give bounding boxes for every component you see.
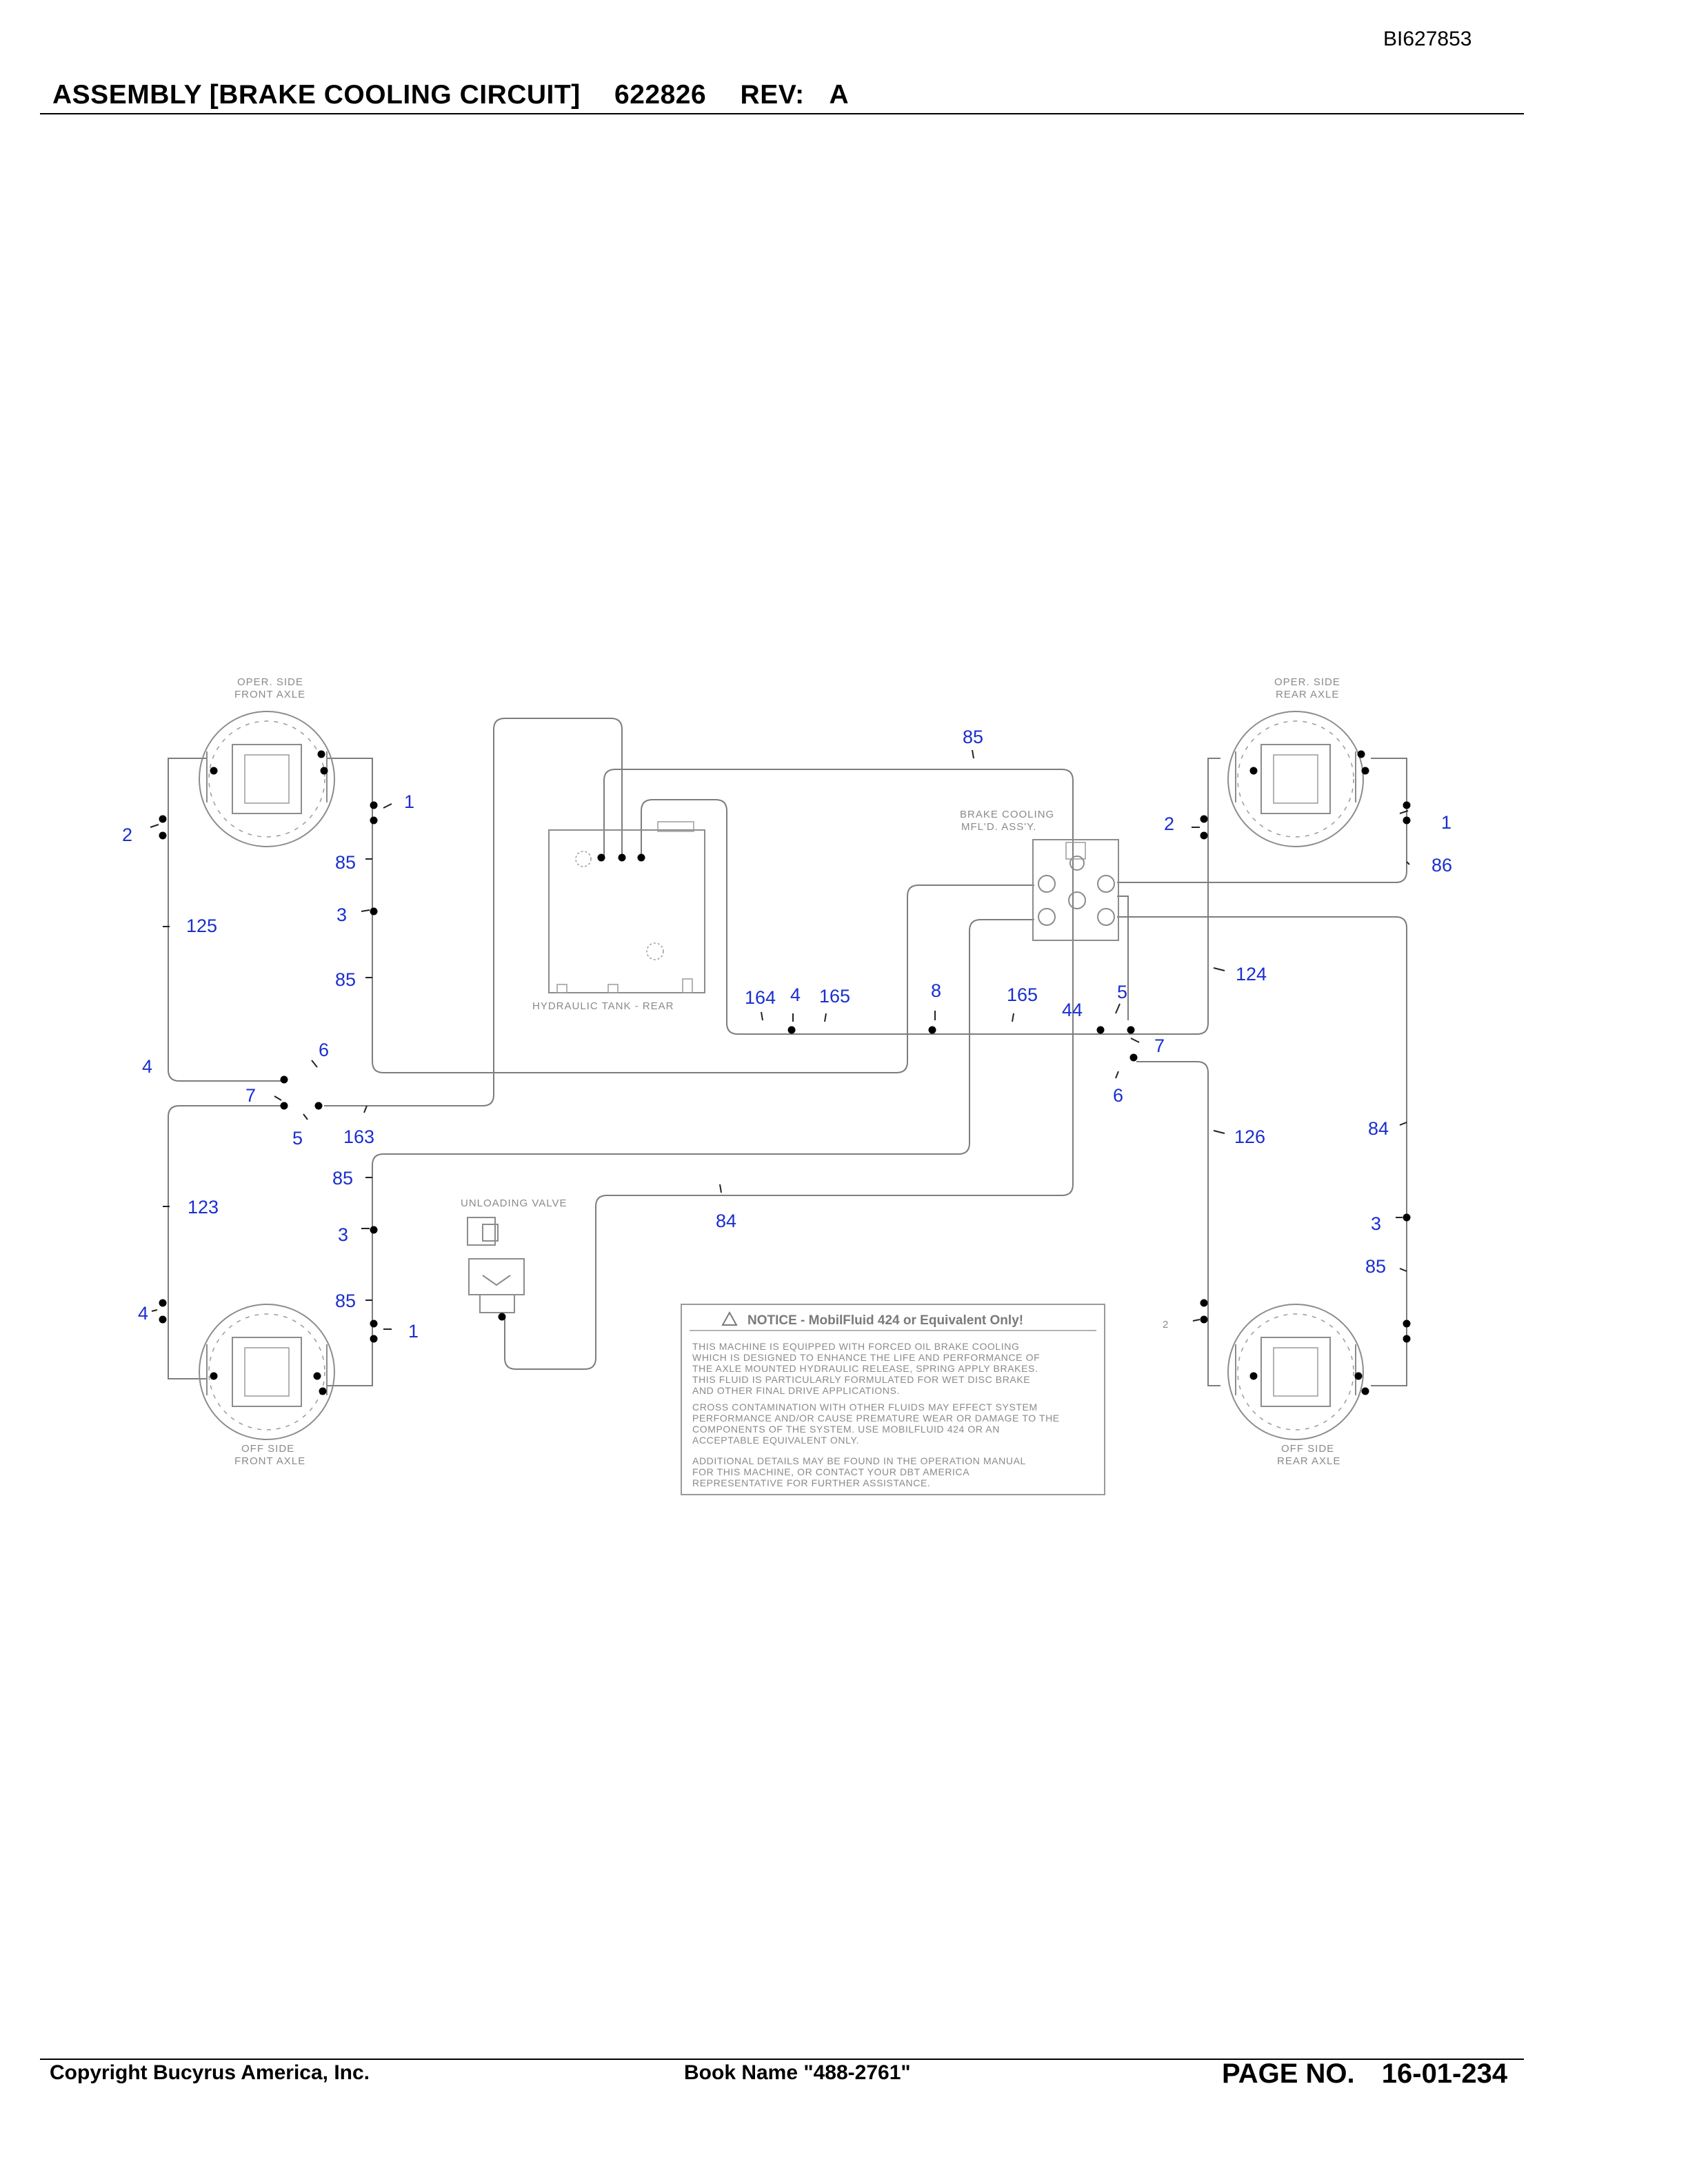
part-callouts: 1 2 85 3 85 125 4 6 7 5 163 85 123 3 85 … — [122, 727, 1452, 1342]
callout-124: 124 — [1236, 964, 1267, 984]
page-number: 16-01-234 — [1381, 2059, 1508, 2089]
rev-label: REV: — [740, 80, 805, 110]
callout-126: 126 — [1234, 1126, 1265, 1147]
notice-box: NOTICE - MobilFluid 424 or Equivalent On… — [681, 1304, 1105, 1495]
leader-lines — [150, 749, 1410, 1330]
label-off-front-1: OFF SIDE — [241, 1443, 294, 1455]
label-manifold-1: BRAKE COOLING — [960, 809, 1054, 820]
callout-85-top: 85 — [963, 727, 983, 747]
callout-4-mid: 4 — [790, 984, 801, 1005]
label-off-front-2: FRONT AXLE — [234, 1455, 305, 1467]
notice-line: REPRESENTATIVE FOR FURTHER ASSISTANCE. — [692, 1477, 930, 1488]
callout-85-right: 85 — [1365, 1256, 1386, 1277]
callout-86: 86 — [1431, 855, 1452, 876]
callout-3-b: 3 — [338, 1224, 348, 1245]
callout-85-d: 85 — [335, 1291, 356, 1311]
title-text: ASSEMBLY [BRAKE COOLING CIRCUIT] — [52, 80, 581, 110]
callout-3-right: 3 — [1371, 1213, 1381, 1234]
callout-3-a: 3 — [336, 904, 347, 925]
footer-rule — [40, 2059, 1524, 2060]
callout-2-oper-rear: 2 — [1164, 813, 1174, 834]
callout-6-left: 6 — [319, 1040, 329, 1060]
unloading-valve: UNLOADING VALVE — [461, 1197, 567, 1313]
notice-line: WHICH IS DESIGNED TO ENHANCE THE LIFE AN… — [692, 1352, 1040, 1363]
rev-value: A — [829, 80, 850, 110]
callout-1-oper-rear: 1 — [1441, 812, 1451, 833]
callout-123: 123 — [188, 1197, 219, 1217]
part-number: 622826 — [614, 80, 707, 110]
callout-4-left: 4 — [142, 1056, 152, 1077]
page-label: PAGE NO. — [1222, 2059, 1355, 2089]
footer-copyright: Copyright Bucyrus America, Inc. — [50, 2061, 370, 2084]
callout-7-left: 7 — [245, 1085, 256, 1106]
header-rule — [40, 113, 1524, 114]
connection-dots — [159, 750, 1411, 1395]
oper-side-rear-axle: OPER. SIDE REAR AXLE — [1227, 676, 1364, 847]
label-off-rear-2: REAR AXLE — [1277, 1455, 1340, 1467]
brake-cooling-manifold: BRAKE COOLING MFL'D. ASS'Y. — [960, 809, 1119, 941]
footer-book-name: Book Name "488-2761" — [684, 2061, 911, 2084]
notice-line: THE AXLE MOUNTED HYDRAULIC RELEASE, SPRI… — [692, 1363, 1038, 1374]
label-hydraulic-tank: HYDRAULIC TANK - REAR — [532, 1000, 674, 1012]
document-id: BI627853 — [1383, 28, 1472, 50]
callout-164: 164 — [745, 987, 776, 1008]
notice-line: FOR THIS MACHINE, OR CONTACT YOUR DBT AM… — [692, 1466, 969, 1477]
callout-125: 125 — [186, 916, 217, 936]
oper-side-front-axle: OPER. SIDE FRONT AXLE — [199, 676, 335, 847]
pipe-routing — [168, 718, 1407, 1386]
off-side-front-axle: OFF SIDE FRONT AXLE — [199, 1304, 335, 1467]
notice-line: ADDITIONAL DETAILS MAY BE FOUND IN THE O… — [692, 1455, 1026, 1466]
notice-line: PERFORMANCE AND/OR CAUSE PREMATURE WEAR … — [692, 1413, 1060, 1424]
label-oper-front-1: OPER. SIDE — [237, 676, 303, 688]
callout-84-right: 84 — [1368, 1118, 1389, 1139]
callout-2-off-rear: 2 — [1163, 1319, 1169, 1331]
callout-85-b: 85 — [335, 969, 356, 990]
warning-icon — [721, 1311, 738, 1326]
notice-heading: NOTICE - MobilFluid 424 or Equivalent On… — [747, 1313, 1023, 1328]
callout-44: 44 — [1062, 1000, 1083, 1020]
page-title: ASSEMBLY [BRAKE COOLING CIRCUIT] 622826 … — [52, 80, 875, 110]
callout-1-off-front: 1 — [408, 1321, 419, 1342]
label-oper-rear-1: OPER. SIDE — [1274, 676, 1340, 688]
callout-5-left: 5 — [292, 1128, 303, 1149]
off-side-rear-axle: OFF SIDE REAR AXLE — [1227, 1304, 1364, 1467]
label-unloading-valve: UNLOADING VALVE — [461, 1197, 567, 1209]
callout-5-right: 5 — [1117, 982, 1127, 1002]
callout-8: 8 — [931, 980, 941, 1001]
callout-163: 163 — [343, 1126, 374, 1147]
label-oper-rear-2: REAR AXLE — [1276, 689, 1339, 700]
footer-page-number: PAGE NO. 16-01-234 — [1222, 2059, 1507, 2090]
label-manifold-2: MFL'D. ASS'Y. — [961, 821, 1036, 833]
callout-165-b: 165 — [1007, 984, 1038, 1005]
notice-line: ACCEPTABLE EQUIVALENT ONLY. — [692, 1435, 859, 1446]
callout-165-a: 165 — [819, 986, 850, 1007]
notice-line: THIS MACHINE IS EQUIPPED WITH FORCED OIL… — [692, 1341, 1020, 1352]
callout-2-oper-front: 2 — [122, 825, 132, 845]
callout-1-oper-front: 1 — [404, 791, 414, 812]
label-off-rear-1: OFF SIDE — [1281, 1443, 1334, 1455]
notice-line: AND OTHER FINAL DRIVE APPLICATIONS. — [692, 1385, 900, 1396]
callout-7-right: 7 — [1154, 1035, 1165, 1056]
label-oper-front-2: FRONT AXLE — [234, 689, 305, 700]
callout-4-off-front: 4 — [138, 1303, 148, 1324]
hydraulic-tank: HYDRAULIC TANK - REAR — [532, 821, 705, 1012]
callout-84-mid: 84 — [716, 1211, 736, 1231]
callout-85-c: 85 — [332, 1168, 353, 1189]
notice-line: CROSS CONTAMINATION WITH OTHER FLUIDS MA… — [692, 1402, 1038, 1413]
callout-6-right: 6 — [1113, 1085, 1123, 1106]
notice-line: COMPONENTS OF THE SYSTEM. USE MOBILFLUID… — [692, 1424, 1000, 1435]
callout-85-a: 85 — [335, 852, 356, 873]
notice-line: THIS FLUID IS PARTICULARLY FORMULATED FO… — [692, 1374, 1030, 1385]
